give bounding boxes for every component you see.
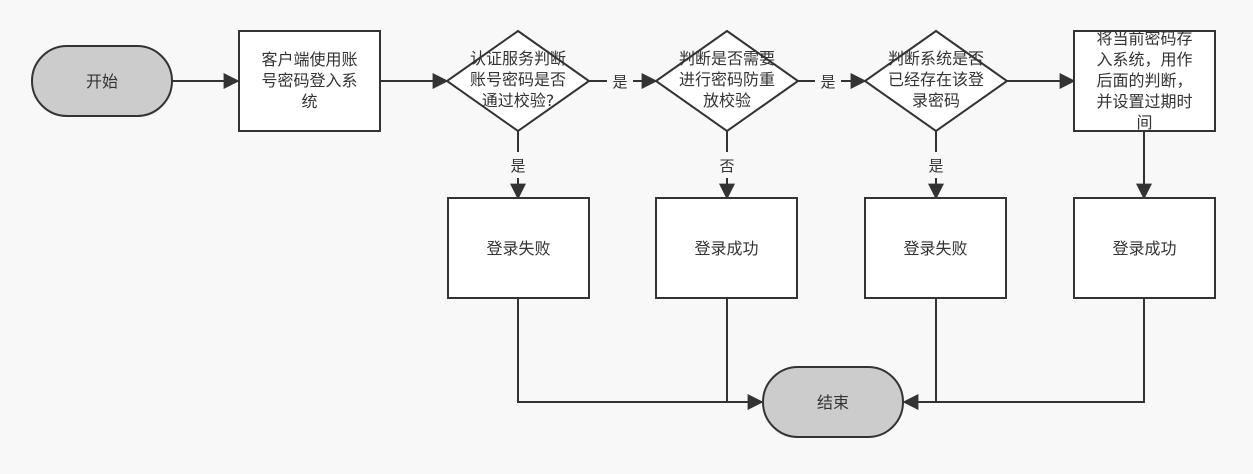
client-login-line-3: 统	[301, 92, 317, 111]
start-terminal-shape	[31, 45, 173, 117]
start-label: 开始	[86, 72, 118, 91]
edge-labels: 是 是 是 否 是	[510, 73, 943, 175]
check-exists-diamond	[863, 29, 1009, 133]
store-password-line-1: 将当前密码存	[1096, 29, 1192, 48]
node-fail-1: 登录失败	[447, 197, 590, 299]
check-replay-line-1: 判断是否需要	[679, 49, 775, 68]
edges	[172, 73, 1152, 410]
end-terminal-shape	[762, 366, 904, 438]
node-check-auth: 认证服务判断 账号密码是否 通过校验?	[445, 29, 591, 133]
label-exists-yes-down: 是	[928, 157, 943, 175]
store-password-line-3: 后面的判断，	[1096, 71, 1192, 90]
success-2-box	[1073, 197, 1216, 299]
store-password-line-2: 入系统，用作	[1096, 50, 1192, 69]
node-success-2: 登录成功	[1073, 197, 1216, 299]
client-login-box	[238, 30, 381, 132]
success-2-label: 登录成功	[1112, 239, 1176, 258]
success-1-label: 登录成功	[694, 239, 758, 258]
node-end: 结束	[762, 366, 904, 438]
label-replay-yes-right: 是	[820, 73, 835, 91]
check-exists-line-3: 录密码	[912, 91, 960, 110]
check-auth-diamond	[445, 29, 591, 133]
check-auth-line-3: 通过校验?	[482, 91, 555, 110]
check-replay-line-2: 进行密码防重	[679, 70, 775, 89]
check-auth-line-2: 账号密码是否	[470, 70, 566, 89]
fail-2-box	[864, 197, 1007, 299]
store-password-box	[1073, 30, 1216, 132]
check-replay-diamond	[654, 29, 800, 133]
check-auth-line-1: 认证服务判断	[470, 49, 566, 68]
client-login-line-2: 号密码登入系	[261, 71, 357, 90]
check-exists-line-1: 判断系统是否	[888, 49, 984, 68]
label-auth-yes-right: 是	[612, 73, 627, 91]
node-check-replay: 判断是否需要 进行密码防重 放校验	[654, 29, 800, 133]
check-replay-line-3: 放校验	[703, 91, 751, 110]
fail-2-label: 登录失败	[903, 239, 967, 258]
label-auth-yes-down: 是	[510, 157, 525, 175]
node-check-exists: 判断系统是否 已经存在该登 录密码	[863, 29, 1009, 133]
node-start: 开始	[31, 45, 173, 117]
success-1-box	[655, 197, 798, 299]
store-password-line-4: 并设置过期时	[1096, 92, 1192, 111]
fail-1-label: 登录失败	[486, 239, 550, 258]
edge-fail1-to-end	[517, 298, 764, 410]
node-fail-2: 登录失败	[864, 197, 1007, 299]
node-success-1: 登录成功	[655, 197, 798, 299]
node-store-password: 将当前密码存 入系统，用作 后面的判断， 并设置过期时 间	[1073, 29, 1216, 132]
end-label: 结束	[817, 393, 849, 412]
node-client-login: 客户端使用账 号密码登入系 统	[238, 30, 381, 132]
check-exists-line-2: 已经存在该登	[888, 70, 984, 89]
edge-success2-to-end	[902, 298, 1145, 410]
store-password-line-5: 间	[1136, 113, 1152, 132]
fail-1-box	[447, 197, 590, 299]
label-replay-no-down: 否	[719, 157, 734, 175]
client-login-line-1: 客户端使用账	[261, 50, 357, 69]
